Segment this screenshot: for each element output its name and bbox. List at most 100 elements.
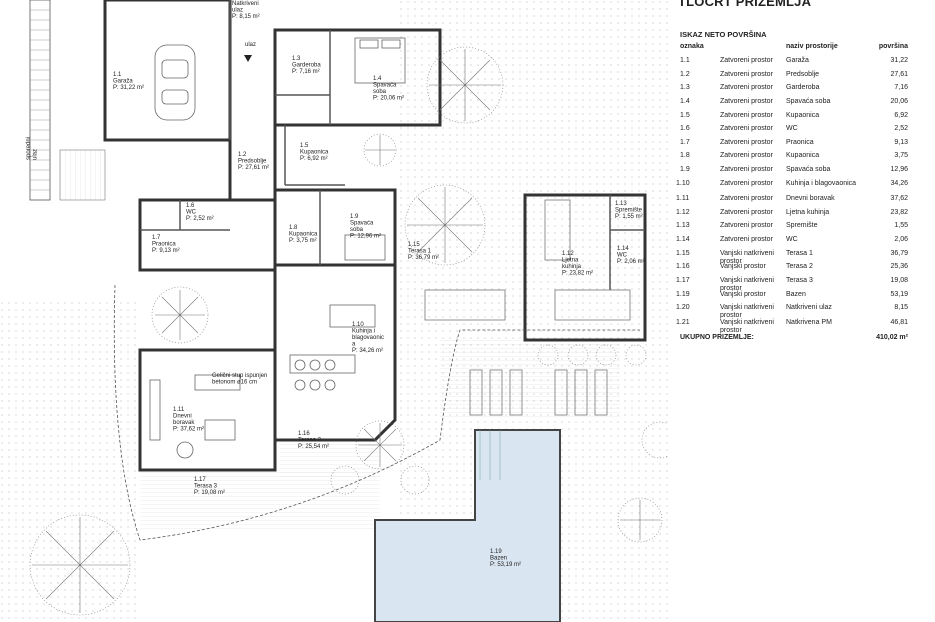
trees [29, 46, 668, 616]
sofa [149, 374, 241, 459]
room-label-line: 1.4 [373, 76, 382, 82]
legend-cell-name: Bazen [786, 291, 806, 298]
room-label-line: 1.5 [300, 143, 309, 149]
legend-cell-type: Vanjski prostor [720, 263, 766, 270]
legend-cell-code: 1.12 [676, 209, 690, 216]
legend-cell-type: Vanjski prostor [720, 291, 766, 298]
legend-cell-type: Vanjski natkriveni prostor [720, 250, 774, 265]
legend-cell-type: Zatvoreni prostor [720, 57, 773, 64]
legend-cell-area: 3,75 [894, 152, 908, 159]
room-label-line: Natkriveni [232, 1, 259, 7]
legend-cell-area: 46,81 [890, 319, 908, 326]
room-label-line: Kuhinja i [352, 329, 375, 335]
legend-cell-type: Vanjski natkriveni prostor [720, 304, 774, 319]
room-label-line: Terasa 1 [408, 249, 432, 255]
room-label-line: P: 20,06 m² [373, 96, 404, 102]
room-label-line: boravak [173, 420, 195, 426]
room-label-line: 1.12 [562, 251, 574, 257]
room-label-line: ulaz [232, 8, 243, 14]
area-legend: TLOCRT PRIZEMLJA ISKAZ NETO POVRŠINA ozn… [668, 0, 935, 622]
legend-cell-type: Zatvoreni prostor [720, 71, 773, 78]
room-label-line: 1.13 [615, 201, 627, 207]
room-label-line: P: 1,55 m² [615, 214, 643, 220]
building-walls [103, 0, 647, 472]
legend-cell-area: 7,16 [894, 84, 908, 91]
legend-cell-name: Predsoblje [786, 71, 820, 78]
legend-cell-type: Zatvoreni prostor [720, 139, 773, 146]
header-code: oznaka [680, 43, 704, 50]
room-label-line: WC [186, 210, 197, 216]
room-label-line: Kupaonica [300, 150, 329, 156]
room-label-line: Dnevni [173, 414, 192, 420]
legend-cell-code: 1.10 [676, 180, 690, 187]
legend-cell-area: 2,52 [894, 125, 908, 132]
legend-cell-code: 1.3 [680, 84, 690, 91]
legend-cell-name: Dnevni boravak [786, 195, 835, 202]
room-label-line: P: 9,13 m² [152, 248, 180, 254]
room-label-line: soba [350, 227, 364, 233]
room-label-line: ulaz [33, 149, 39, 160]
legend-cell-code: 1.19 [676, 291, 690, 298]
room-label-line: blagovaonic [352, 335, 384, 341]
legend-cell-name: Kuhinja i blagovaonica [786, 180, 857, 187]
room-label-line: a [352, 342, 356, 348]
total-value: 410,02 m² [876, 334, 908, 341]
room-label-line: 1.3 [292, 56, 301, 62]
room-label-line: Spremište [615, 208, 643, 214]
legend-cell-type: Zatvoreni prostor [720, 166, 773, 173]
legend-cell-area: 53,19 [890, 291, 908, 298]
legend-cell-code: 1.21 [676, 319, 690, 326]
legend-cell-code: 1.5 [680, 112, 690, 119]
header-area: površina [878, 43, 908, 50]
legend-cell-area: 12,96 [890, 166, 908, 173]
legend-cell-code: 1.9 [680, 166, 690, 173]
room-label-line: 1.17 [194, 477, 206, 483]
pool [374, 429, 561, 622]
legend-cell-area: 23,82 [890, 209, 908, 216]
legend-cell-name: Praonica [786, 139, 814, 146]
legend-cell-code: 1.8 [680, 152, 690, 159]
legend-cell-type: Zatvoreni prostor [720, 209, 773, 216]
legend-cell-type: Vanjski natkriveni prostor [720, 319, 774, 334]
dining-terrace [424, 199, 631, 321]
car-outline [154, 44, 196, 121]
room-label-line: 1.6 [186, 203, 195, 209]
legend-cell-area: 20,06 [890, 98, 908, 105]
room-label-line: 1.10 [352, 322, 364, 328]
legend-cell-name: Spavaća soba [786, 166, 831, 173]
legend-cell-area: 19,08 [890, 277, 908, 284]
total-label: UKUPNO PRIZEMLJE: [680, 334, 754, 341]
room-label-line: 1.1 [113, 72, 122, 78]
legend-cell-name: Garaža [786, 57, 809, 64]
room-label-ulaz: ulaz [245, 42, 256, 48]
room-label-line: 1.14 [617, 246, 629, 252]
legend-cell-code: 1.17 [676, 277, 690, 284]
room-label-line: Garderoba [292, 63, 321, 69]
legend-cell-code: 1.6 [680, 125, 690, 132]
legend-cell-name: Spremište [786, 222, 818, 229]
room-label-line: P: 7,16 m² [292, 69, 320, 75]
room-label-line: 1.7 [152, 235, 161, 241]
legend-cell-type: Zatvoreni prostor [720, 125, 773, 132]
room-label-line: 1.11 [173, 407, 185, 413]
legend-cell-type: Zatvoreni prostor [720, 152, 773, 159]
legend-cell-code: 1.2 [680, 71, 690, 78]
legend-cell-name: Natkrivena PM [786, 319, 832, 326]
legend-cell-code: 1.11 [676, 195, 690, 202]
legend-cell-type: Zatvoreni prostor [720, 236, 773, 243]
bed-2 [344, 234, 386, 261]
legend-cell-type: Zatvoreni prostor [720, 112, 773, 119]
room-label-line: Gelični stup ispunjen [212, 373, 267, 379]
room-label-line: 1.8 [289, 225, 298, 231]
garden-area-left [0, 300, 140, 622]
room-label-line: Garaža [113, 79, 133, 85]
